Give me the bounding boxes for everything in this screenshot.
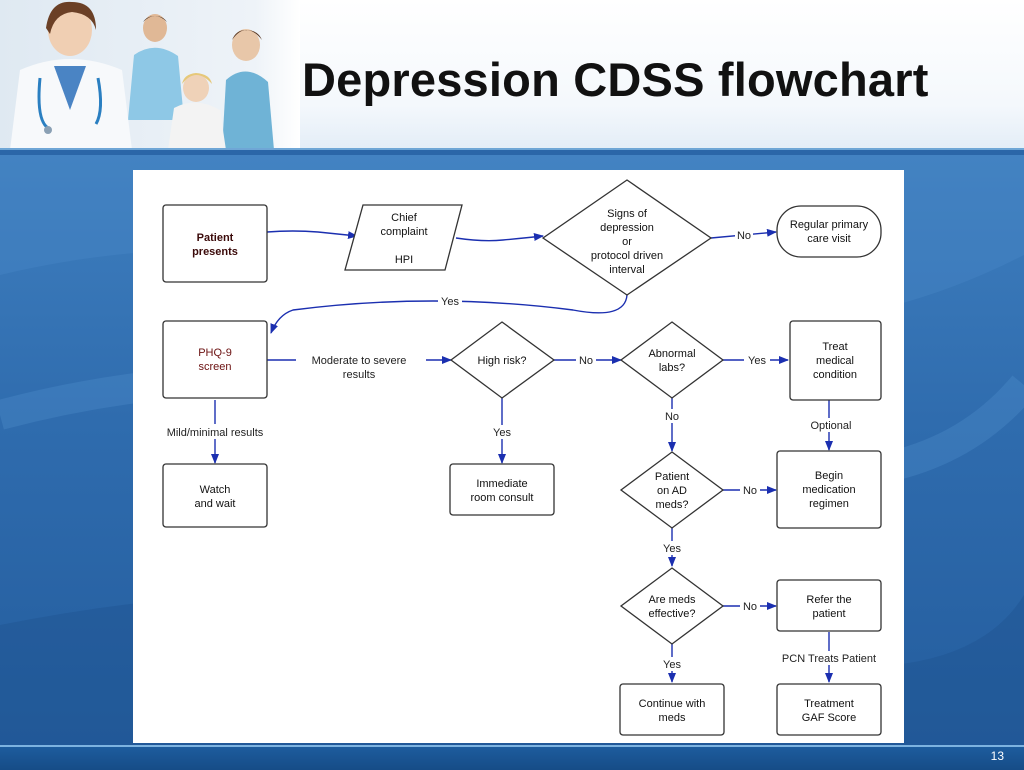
- node-text: condition: [813, 369, 857, 381]
- flowchart-canvas: No Yes Moderate to severe results Mild/m…: [161, 179, 882, 736]
- label-moderate-severe-1: Moderate to severe: [312, 355, 407, 367]
- label-admeds-no: No: [743, 485, 757, 497]
- label-effective-yes: Yes: [663, 659, 681, 671]
- header-rule: [0, 148, 1024, 150]
- label-labs-yes: Yes: [748, 355, 766, 367]
- node-text: on AD: [657, 485, 687, 497]
- label-moderate-severe-2: results: [343, 369, 376, 381]
- node-text: Watch: [200, 484, 231, 496]
- node-treat-medical: Treat medical condition: [789, 320, 882, 401]
- node-text: Continue with: [639, 698, 706, 710]
- label-effective-no: No: [743, 601, 757, 613]
- edge-patient-to-complaint: [266, 230, 358, 240]
- label-highrisk-yes: Yes: [493, 427, 511, 439]
- node-text: Are meds: [648, 594, 696, 606]
- flow-edges: [211, 228, 833, 683]
- node-text: depression: [600, 222, 654, 234]
- node-text: Patient: [197, 232, 234, 244]
- node-begin-medication: Begin medication regimen: [776, 450, 882, 529]
- label-signs-no: No: [737, 230, 751, 242]
- node-text: meds: [659, 712, 686, 724]
- node-text: protocol driven: [591, 250, 663, 262]
- node-text: regimen: [809, 498, 849, 510]
- node-text: effective?: [649, 608, 696, 620]
- node-watch-and-wait: Watch and wait: [162, 463, 268, 528]
- slide-footer: 13: [0, 745, 1024, 770]
- node-text: High risk?: [478, 355, 527, 367]
- label-signs-yes: Yes: [441, 296, 459, 308]
- node-chief-complaint: Chief complaint HPI: [344, 204, 463, 271]
- node-regular-care: Regular primary care visit: [776, 205, 882, 258]
- slide-number: 13: [990, 749, 1004, 763]
- edge-complaint-to-signs: [455, 233, 544, 242]
- node-continue-meds: Continue with meds: [619, 683, 725, 736]
- node-text: Abnormal: [648, 348, 695, 360]
- flowchart-panel: No Yes Moderate to severe results Mild/m…: [133, 170, 904, 743]
- node-text: Signs of: [607, 208, 648, 220]
- slide-header: Depression CDSS flowchart: [0, 0, 1024, 150]
- node-text: Treatment: [804, 698, 854, 710]
- label-highrisk-no: No: [579, 355, 593, 367]
- label-admeds-yes: Yes: [663, 543, 681, 555]
- label-mild-minimal: Mild/minimal results: [167, 427, 264, 439]
- node-text: room consult: [471, 492, 534, 504]
- node-text: medication: [802, 484, 855, 496]
- node-refer-patient: Refer the patient: [776, 579, 882, 632]
- node-text: screen: [198, 361, 231, 373]
- node-phq9-screen: PHQ-9 screen: [162, 320, 268, 399]
- node-text: medical: [816, 355, 854, 367]
- medical-staff-photo: [0, 0, 300, 150]
- node-text: and wait: [195, 498, 236, 510]
- node-text: or: [622, 236, 632, 248]
- node-meds-effective: Are meds effective?: [619, 567, 725, 645]
- node-treatment-gaf: Treatment GAF Score: [776, 683, 882, 736]
- node-text: care visit: [807, 233, 850, 245]
- node-signs-of-depression: Signs of depression or protocol driven i…: [541, 179, 713, 296]
- label-labs-no: No: [665, 411, 679, 423]
- slide-title: Depression CDSS flowchart: [302, 53, 929, 106]
- node-immediate-consult: Immediate room consult: [449, 463, 555, 516]
- node-high-risk: High risk?: [449, 321, 556, 399]
- label-optional: Optional: [811, 420, 852, 432]
- node-text: GAF Score: [802, 712, 856, 724]
- node-abnormal-labs: Abnormal labs?: [619, 321, 725, 399]
- node-text: HPI: [395, 254, 413, 266]
- node-text: Begin: [815, 470, 843, 482]
- node-text: Immediate: [476, 478, 527, 490]
- label-pcn-treats: PCN Treats Patient: [782, 653, 876, 665]
- edge-labels: No Yes Moderate to severe results Mild/m…: [161, 228, 882, 671]
- node-patient-presents: Patient presents: [162, 204, 268, 283]
- node-text: patient: [812, 608, 845, 620]
- node-text: labs?: [659, 362, 685, 374]
- node-on-ad-meds: Patient on AD meds?: [619, 451, 725, 529]
- node-text: Refer the: [806, 594, 851, 606]
- node-text: meds?: [655, 499, 688, 511]
- node-text: PHQ-9: [198, 347, 232, 359]
- node-text: Regular primary: [790, 219, 869, 231]
- node-text: presents: [192, 246, 238, 258]
- node-text: Patient: [655, 471, 689, 483]
- node-text: complaint: [380, 226, 427, 238]
- node-text: Chief: [391, 212, 418, 224]
- node-text: Treat: [822, 341, 847, 353]
- node-text: interval: [609, 264, 644, 276]
